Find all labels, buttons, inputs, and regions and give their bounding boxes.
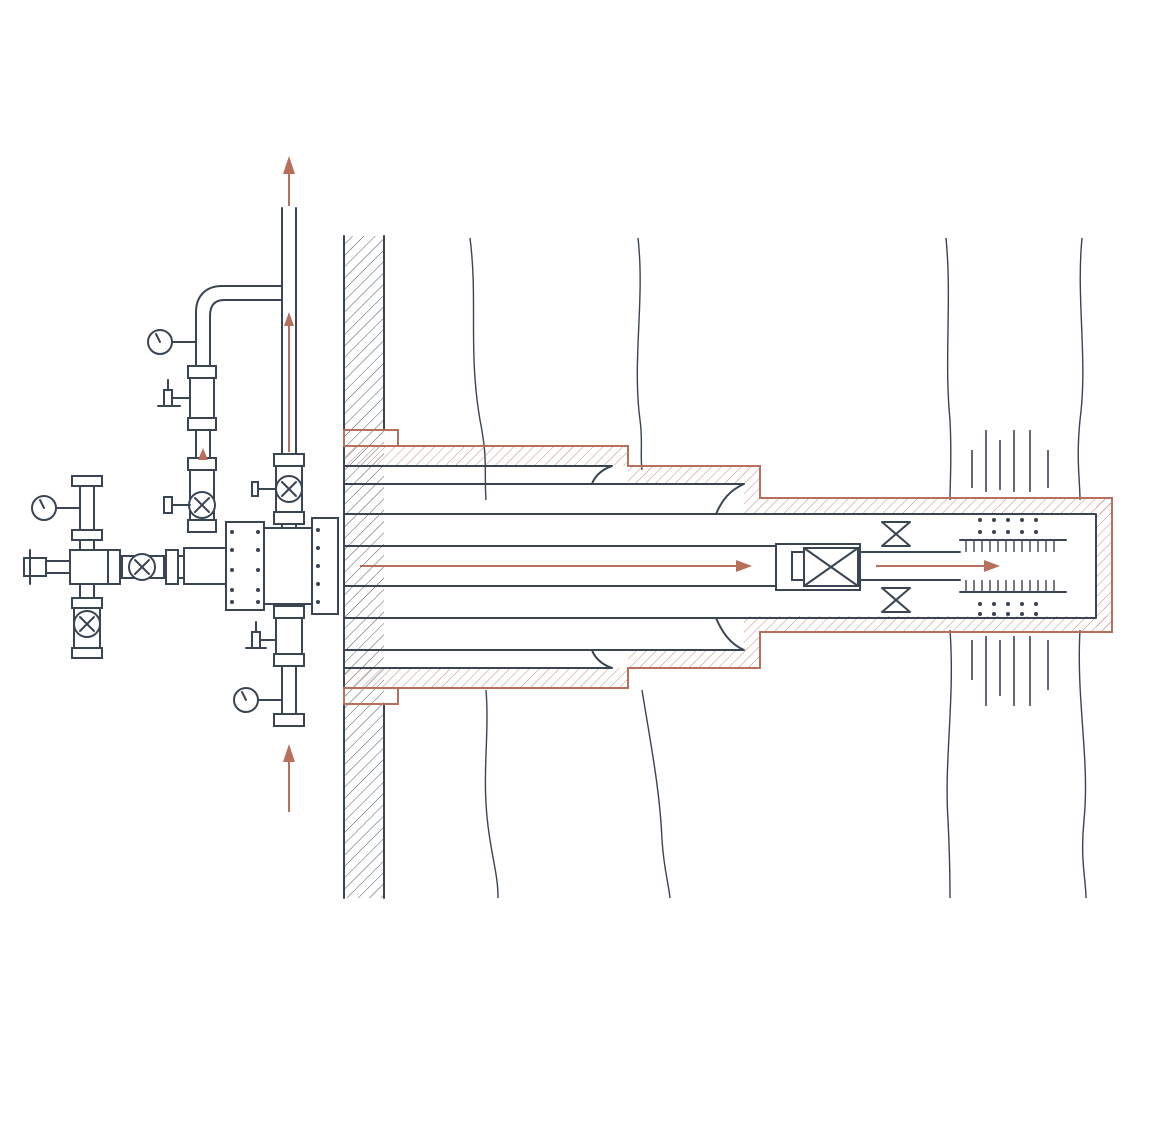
tubing-head-flange (225, 517, 339, 615)
tubing-string (343, 545, 961, 587)
annulus-seals (881, 521, 911, 613)
tubing-flow-arrow (360, 560, 1000, 572)
annulus-valve-lower (233, 603, 305, 812)
wing-valve-assembly-upper (157, 365, 217, 533)
formation-boundaries (469, 237, 1087, 899)
tee-block (183, 547, 227, 585)
perforated-liner (959, 539, 1067, 593)
outlet-pipe (195, 156, 297, 461)
left-cross-assembly (23, 475, 109, 659)
surface-casing (344, 445, 1113, 689)
perforations (971, 430, 1049, 706)
ground-surface (343, 235, 385, 899)
master-valve-upper (251, 453, 305, 529)
production-casing (343, 465, 1097, 669)
horizontal-wing-valve (107, 549, 185, 585)
packer (775, 543, 861, 591)
pressure-gauge-upper (147, 329, 197, 355)
